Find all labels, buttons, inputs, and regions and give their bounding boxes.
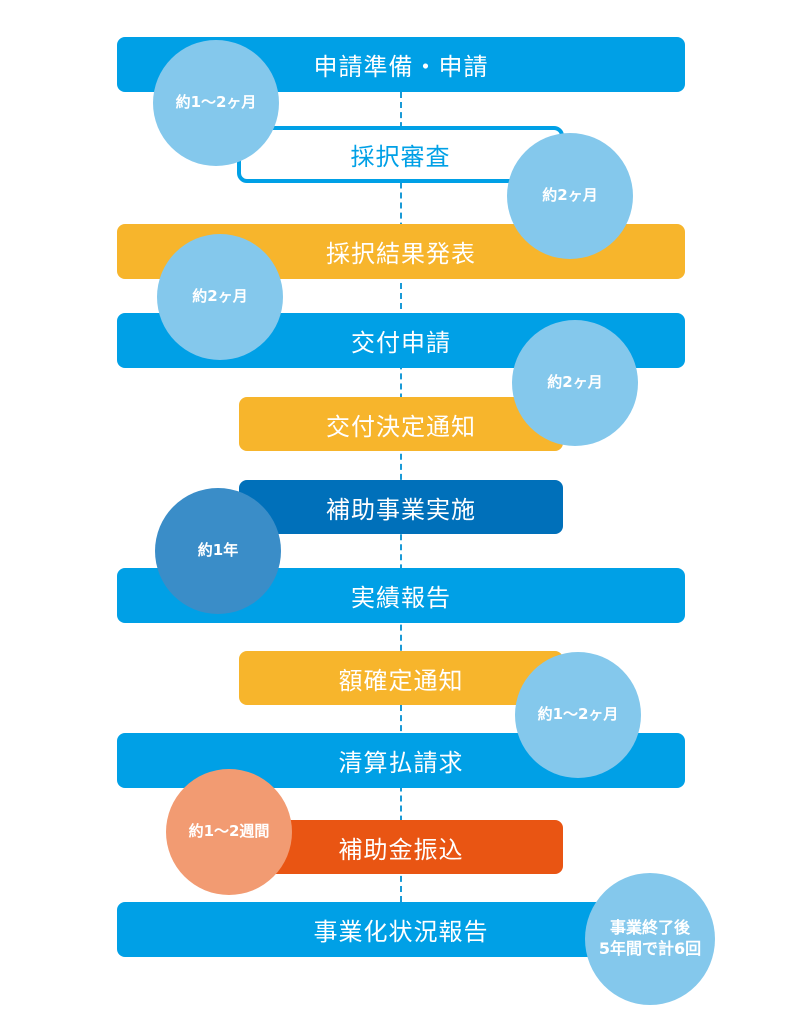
duration-badge: 約1年 [155, 488, 281, 614]
duration-label: 約1〜2ヶ月 [537, 705, 619, 724]
step-grant-decision: 交付決定通知 [239, 397, 563, 451]
final-note-line1: 事業終了後 [609, 918, 690, 938]
duration-label: 約2ヶ月 [542, 186, 598, 205]
final-note-badge: 事業終了後 5年間で計6回 [585, 873, 715, 1005]
duration-label: 約2ヶ月 [547, 373, 603, 392]
duration-badge: 約2ヶ月 [157, 234, 283, 360]
step-project-execution: 補助事業実施 [239, 480, 563, 534]
step-amount-confirmation: 額確定通知 [239, 651, 563, 705]
step-screening: 採択審査 [237, 126, 564, 183]
step-subsidy-transfer: 補助金振込 [239, 820, 563, 874]
final-note-line2: 5年間で計6回 [598, 939, 702, 958]
duration-badge: 約1〜2週間 [166, 769, 292, 895]
duration-badge: 約2ヶ月 [507, 133, 633, 259]
duration-label: 約1〜2ヶ月 [175, 93, 257, 112]
duration-badge: 約2ヶ月 [512, 320, 638, 446]
duration-badge: 約1〜2ヶ月 [515, 652, 641, 778]
duration-label: 約2ヶ月 [192, 287, 248, 306]
duration-label: 約1年 [197, 541, 239, 560]
duration-label: 約1〜2週間 [188, 822, 270, 841]
duration-badge: 約1〜2ヶ月 [153, 40, 279, 166]
